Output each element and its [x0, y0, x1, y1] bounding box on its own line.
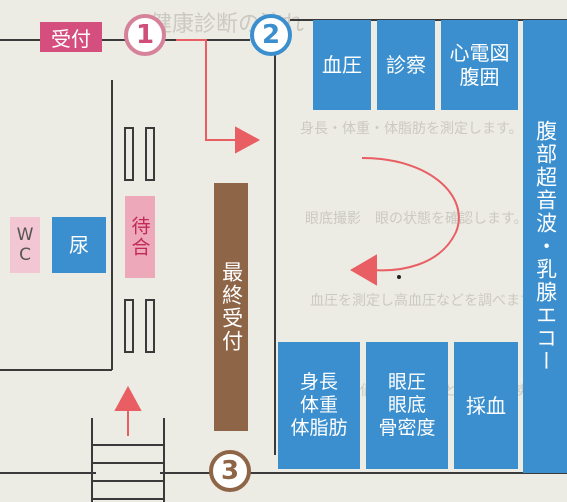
checkpoint-3: 3	[209, 450, 251, 492]
room-ultrasound: 腹部超音波・乳腺エコー	[523, 20, 567, 473]
room-blood-pressure: 血圧	[313, 20, 371, 110]
checkpoint-1: 1	[124, 14, 166, 56]
room-fundus-label: 眼底	[387, 394, 426, 417]
restroom-wc: WC	[10, 217, 40, 273]
room-ecg-label: 心電図	[449, 41, 510, 65]
room-height-label: 身長	[299, 371, 338, 394]
final-reception: 最終受付	[214, 183, 248, 431]
room-blood-draw: 採血	[454, 342, 518, 469]
room-eye-pressure-label: 眼圧	[387, 371, 426, 394]
room-ecg-abdomen: 心電図 腹囲	[441, 20, 518, 110]
room-urine: 尿	[52, 217, 106, 273]
room-body-measure: 身長 体重 体脂肪	[278, 342, 360, 469]
room-bodyfat-label: 体脂肪	[290, 416, 348, 439]
checkpoint-2: 2	[250, 14, 292, 56]
background-text: 眼底撮影 眼の状態を確認します。	[305, 211, 528, 227]
room-exam: 診察	[377, 20, 435, 110]
room-eye-bone: 眼圧 眼底 骨密度	[366, 342, 448, 469]
waiting-area: 待合	[125, 196, 155, 278]
background-text: 身長・体重・体脂肪を測定します。	[300, 121, 523, 137]
reception-tag: 受付	[40, 22, 102, 52]
room-bone-density-label: 骨密度	[378, 416, 436, 439]
room-abdomen-label: 腹囲	[459, 65, 500, 89]
room-weight-label: 体重	[299, 394, 338, 417]
background-text: 血圧を測定し高血圧などを調べます。	[310, 293, 547, 309]
